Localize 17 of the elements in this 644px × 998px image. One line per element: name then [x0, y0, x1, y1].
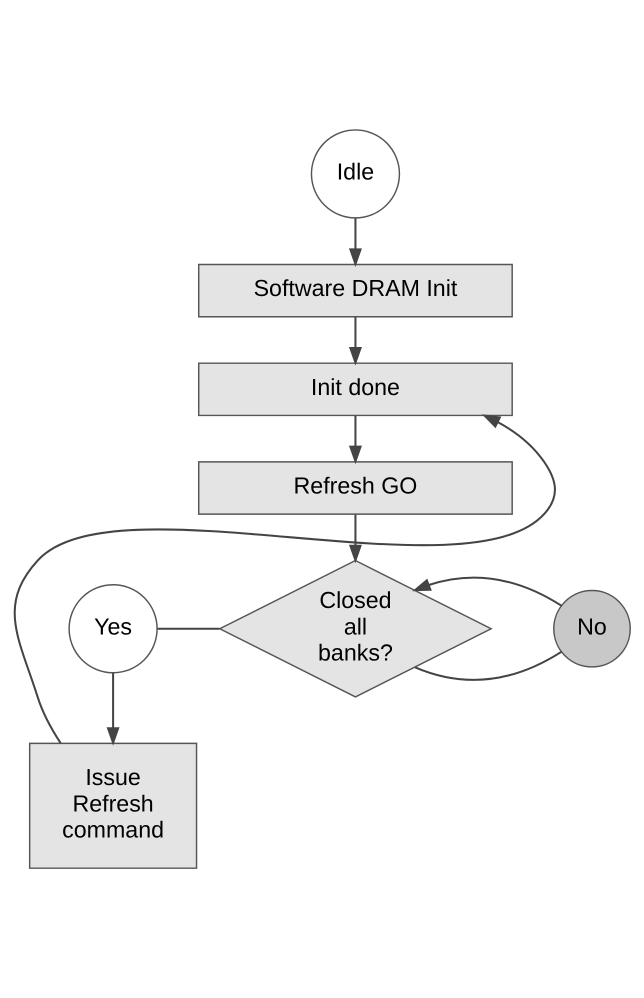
arrow — [348, 416, 362, 464]
arrow — [348, 218, 362, 267]
node-circle: Yes — [68, 584, 158, 674]
node-box: Issue Refresh command — [28, 742, 198, 869]
arrow — [14, 414, 556, 744]
node-circle: Idle — [310, 129, 400, 219]
arrow — [348, 514, 362, 564]
node-box: Software DRAM Init — [198, 264, 513, 318]
arrow — [348, 317, 362, 366]
node-diamond: Closed all banks? — [218, 560, 493, 698]
connector — [158, 628, 220, 630]
node-box: Refresh GO — [198, 461, 513, 515]
arrow — [106, 673, 120, 746]
arrow — [412, 576, 562, 607]
node-box: Init done — [198, 362, 513, 416]
connector — [414, 650, 562, 681]
node-circle: No — [553, 590, 631, 668]
